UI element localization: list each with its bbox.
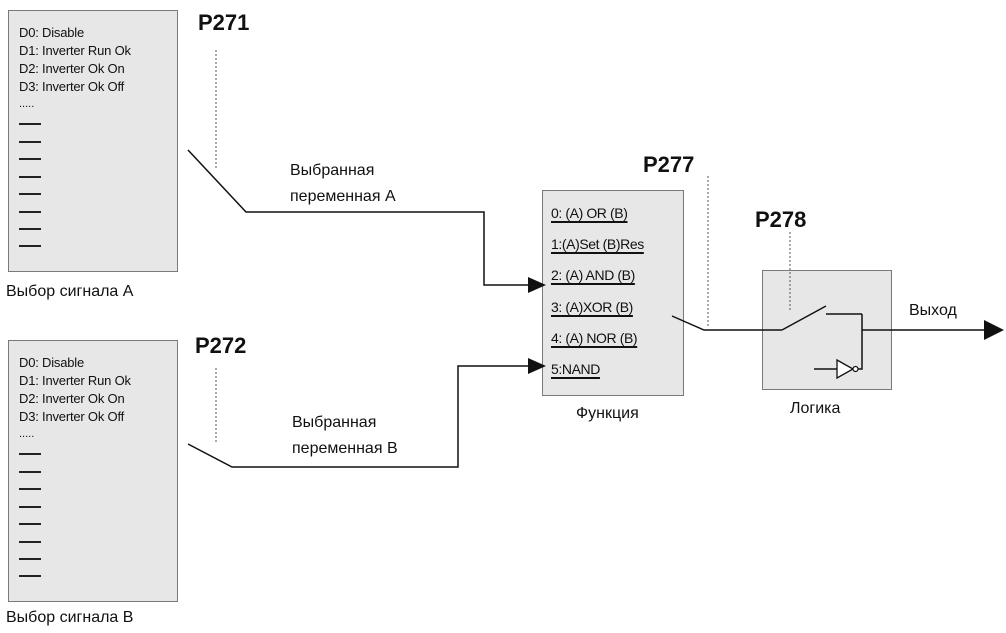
selector-a-placeholder-line: [19, 176, 41, 178]
selector-a-option-1: D1: Inverter Run Ok: [19, 43, 131, 58]
not-gate-icon: [836, 358, 855, 380]
function-item-4: 4: (A) NOR (B): [551, 330, 638, 346]
function-item-0: 0: (A) OR (B): [551, 205, 628, 221]
selector-b-option-0: D0: Disable: [19, 355, 84, 370]
selector-a-placeholder-line: [19, 123, 41, 125]
selector-a-option-3: D3: Inverter Ok Off: [19, 79, 125, 94]
param-label-p278: P278: [755, 207, 807, 232]
param-label-p272: P272: [195, 333, 247, 358]
function-to-logic-wire: [671, 315, 782, 331]
selector-a-placeholder-line: [19, 211, 41, 213]
switch-a-wire: [187, 149, 528, 286]
function-item-5: 5:NAND: [551, 361, 600, 377]
selector-b-placeholder-line: [19, 575, 41, 577]
variable-b-label-line1: Выбранная: [292, 414, 377, 431]
selector-b-placeholder-line: [19, 541, 41, 543]
selector-b-placeholder-line: [19, 558, 41, 560]
not-gate-bubble-icon: [852, 365, 859, 373]
selector-b-placeholder-line: [19, 506, 41, 508]
function-item-3: 3: (A)XOR (B): [551, 299, 633, 315]
function-item-1: 1:(A)Set (B)Res: [551, 236, 644, 252]
logic-switch-blade: [781, 305, 827, 331]
variable-a-label-line2: переменная А: [290, 188, 396, 205]
logic-invert-branch: [858, 314, 863, 370]
selector-a-caption: Выбор сигнала А: [6, 283, 134, 300]
selector-a-option-0: D0: Disable: [19, 25, 84, 40]
selector-b-option-3: D3: Inverter Ok Off: [19, 409, 125, 424]
variable-a-label-line1: Выбранная: [290, 162, 375, 179]
selector-a-ellipsis: .....: [19, 98, 35, 110]
signal-selector-b: D0: Disable D1: Inverter Run Ok D2: Inve…: [8, 340, 178, 602]
selector-b-placeholder-line: [19, 488, 41, 490]
selector-a-placeholder-line: [19, 193, 41, 195]
arrow-a-icon: [528, 277, 546, 293]
param-label-p271: P271: [198, 10, 250, 35]
arrow-b-icon: [528, 358, 546, 374]
selector-b-option-2: D2: Inverter Ok On: [19, 391, 125, 406]
selector-a-placeholder-line: [19, 245, 41, 247]
selector-b-ellipsis: .....: [19, 428, 35, 440]
variable-b-label-line2: переменная В: [292, 440, 398, 457]
selector-a-placeholder-line: [19, 158, 41, 160]
signal-selector-a: D0: Disable D1: Inverter Run Ok D2: Inve…: [8, 10, 178, 272]
selector-a-placeholder-line: [19, 228, 41, 230]
selector-b-placeholder-line: [19, 453, 41, 455]
output-arrow-icon: [984, 320, 1004, 340]
selector-b-option-1: D1: Inverter Run Ok: [19, 373, 131, 388]
param-label-p277: P277: [643, 152, 695, 177]
selector-b-placeholder-line: [19, 471, 41, 473]
logic-caption: Логика: [790, 400, 841, 417]
function-caption: Функция: [576, 405, 639, 422]
function-block: 0: (A) OR (B) 1:(A)Set (B)Res 2: (A) AND…: [542, 190, 684, 396]
selector-a-option-2: D2: Inverter Ok On: [19, 61, 125, 76]
selector-b-placeholder-line: [19, 523, 41, 525]
selector-b-caption: Выбор сигнала В: [6, 609, 134, 626]
function-item-2: 2: (A) AND (B): [551, 267, 635, 283]
output-label: Выход: [909, 302, 957, 319]
switch-b-wire: [187, 365, 528, 468]
selector-a-placeholder-line: [19, 141, 41, 143]
